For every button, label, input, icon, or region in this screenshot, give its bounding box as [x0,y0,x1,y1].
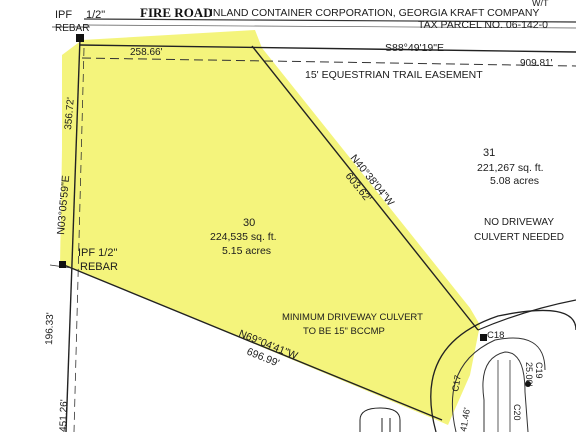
rebar-label-top: REBAR [55,23,89,34]
ipf-size-label-top: 1/2" [86,9,105,21]
lot-30-highlight [60,30,480,425]
cul-de-sac-distance-b: 25.00' [524,362,534,387]
wt-label: W/T [532,0,549,8]
ipf-label-mid: IPF 1/2" [78,247,117,259]
lot-31-area-sqft: 221,267 sq. ft. [477,162,544,174]
curve-c19-label: C19 [534,362,544,379]
curve-c18-label: C18 [487,330,504,341]
lot-30-area-acres: 5.15 acres [222,245,271,257]
lot-30-number: 30 [243,217,255,229]
cul-de-sac-middle [452,337,546,432]
tax-parcel-label: TAX PARCEL NO. 06-142-0 [418,19,548,31]
west-bearing: N03°05'59"E [55,175,72,235]
ipf-label-top: IPF [55,9,72,21]
cul-de-sac-outer [430,309,576,432]
west-boundary-line [65,37,81,432]
cul-de-sac-inner [482,351,529,432]
easement-line [81,57,576,67]
lot-31-number: 31 [483,147,495,159]
north-bearing: S88°49'19"E [385,42,444,54]
owner-company-label: INLAND CONTAINER CORPORATION, GEORGIA KR… [210,7,539,19]
no-driveway-note-line1: NO DRIVEWAY [484,217,554,228]
no-driveway-note-line2: CULVERT NEEDED [474,232,564,243]
north-boundary-line [79,44,576,53]
curve-c20-label: C20 [512,404,522,421]
east-boundary-line [251,45,479,331]
corner-marker-small [525,381,531,387]
west-distance-lower: 196.33' [44,312,56,345]
lot-30-area-sqft: 224,535 sq. ft. [210,231,277,243]
corner-marker-c18 [480,334,487,341]
corner-marker-ipf-mid [59,261,66,268]
south-boundary-line [63,264,443,421]
corner-marker-ipf-top [76,34,84,42]
driveway-stub [359,407,401,432]
cul-de-sac-distance-a: 41.46' [458,406,472,432]
fire-road-line-lower [83,24,576,29]
curve-c17-label: C17 [450,374,463,392]
rebar-label-mid: REBAR [80,261,118,273]
fire-road-label: FIRE ROAD [140,5,213,20]
easement-label: 15' EQUESTRIAN TRAIL EASEMENT [305,69,483,81]
north-distance-right: 909.81' [520,58,553,69]
lot-31-corner-arc [477,299,576,331]
north-distance-left: 258.66' [130,47,163,58]
lot-31-area-acres: 5.08 acres [490,175,539,187]
culvert-note-line1: MINIMUM DRIVEWAY CULVERT [282,312,423,323]
culvert-note-line2: TO BE 15" BCCMP [303,326,385,337]
west-distance-total: 451.26' [58,399,70,432]
west-distance-upper: 356.72' [63,97,77,130]
fire-road-line-upper [83,18,576,23]
